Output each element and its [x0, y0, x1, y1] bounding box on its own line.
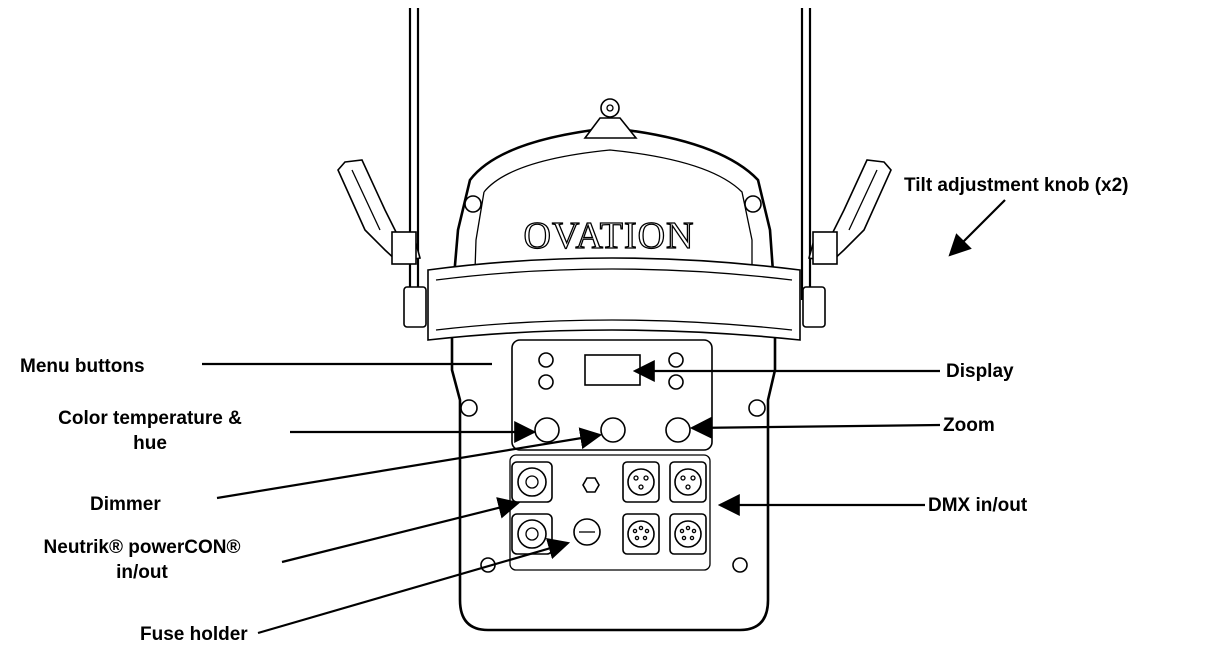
brand-logo: OVATION — [524, 215, 695, 257]
tilt-knob-arrow — [948, 199, 1006, 257]
connector-panel — [509, 454, 711, 571]
label-dimmer: Dimmer — [90, 494, 161, 515]
label-menu-buttons: Menu buttons — [20, 356, 145, 377]
hex-nut-icon — [582, 477, 600, 493]
tilt-knob-right-icon — [802, 159, 892, 328]
label-powercon-line1: Neutrik® powerCON® — [44, 537, 241, 558]
zoom-arrow — [689, 416, 941, 439]
menu-button-down[interactable] — [538, 374, 554, 390]
label-color-temp-line2: hue — [133, 433, 167, 454]
label-dmx: DMX in/out — [928, 495, 1028, 516]
display-screen — [584, 354, 641, 386]
zoom-knob[interactable] — [665, 417, 691, 443]
label-powercon-line2: in/out — [116, 562, 168, 583]
dimmer-knob[interactable] — [600, 417, 626, 443]
powercon-arrow — [281, 497, 521, 564]
strap-band — [427, 257, 801, 341]
tilt-knob-left-icon — [337, 159, 427, 328]
label-zoom: Zoom — [943, 415, 995, 436]
label-color-temp-line1: Color temperature & — [58, 408, 242, 429]
fuse-holder-arrow — [257, 537, 571, 635]
callout-lines — [202, 199, 1006, 635]
menu-button-enter[interactable] — [668, 374, 684, 390]
control-panel — [511, 339, 713, 451]
menu-button-up[interactable] — [538, 352, 554, 368]
color-temp-knob[interactable] — [534, 417, 560, 443]
menu-button-mode[interactable] — [668, 352, 684, 368]
dimmer-arrow — [216, 427, 603, 500]
label-fuse-holder: Fuse holder — [140, 624, 248, 645]
label-tilt-knob: Tilt adjustment knob (x2) — [904, 175, 1129, 196]
labels: Tilt adjustment knob (x2) Menu buttons D… — [20, 175, 1129, 645]
label-display: Display — [946, 361, 1014, 382]
